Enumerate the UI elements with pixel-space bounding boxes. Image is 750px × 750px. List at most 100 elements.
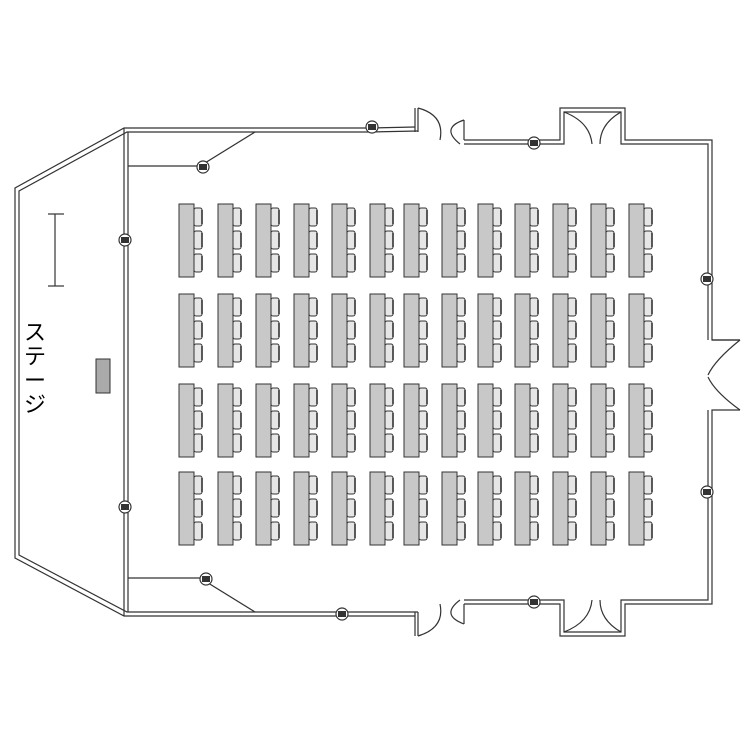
light-core: [121, 237, 129, 243]
table-with-chairs: [217, 203, 242, 278]
table-with-chairs: [369, 203, 394, 278]
chair: [270, 433, 280, 453]
chair: [384, 343, 394, 363]
chair: [418, 475, 428, 495]
chair: [346, 521, 356, 541]
chair: [418, 230, 428, 250]
chair: [308, 343, 318, 363]
table-with-chairs: [331, 383, 356, 458]
chair: [193, 410, 203, 430]
chair: [456, 498, 466, 518]
table: [178, 203, 195, 278]
table: [477, 293, 494, 368]
chair: [193, 253, 203, 273]
chair: [492, 410, 502, 430]
chair: [643, 498, 653, 518]
door-swing-icon: [417, 107, 741, 637]
chair: [193, 387, 203, 407]
chair: [384, 230, 394, 250]
chair: [492, 521, 502, 541]
table-with-chairs: [477, 471, 502, 546]
podium-icon: [95, 358, 111, 394]
light-core: [703, 276, 711, 282]
chair: [346, 297, 356, 317]
chair: [567, 498, 577, 518]
table-with-chairs: [441, 471, 466, 546]
chair: [529, 475, 539, 495]
table-with-chairs: [293, 383, 318, 458]
chair: [384, 320, 394, 340]
light-fixture-icon: [527, 136, 541, 150]
chair: [346, 343, 356, 363]
table-with-chairs: [403, 293, 428, 368]
chair: [270, 343, 280, 363]
chair: [567, 433, 577, 453]
chair: [456, 230, 466, 250]
table: [628, 203, 645, 278]
light-fixture-icon: [118, 500, 132, 514]
light-core: [530, 140, 538, 146]
table: [477, 383, 494, 458]
table: [403, 203, 420, 278]
table-with-chairs: [441, 203, 466, 278]
table-with-chairs: [293, 203, 318, 278]
chair: [529, 521, 539, 541]
table: [178, 471, 195, 546]
table: [441, 203, 458, 278]
table: [255, 203, 272, 278]
table-with-chairs: [293, 471, 318, 546]
chair: [308, 297, 318, 317]
table: [477, 471, 494, 546]
chair: [308, 410, 318, 430]
table-with-chairs: [628, 203, 653, 278]
table: [590, 293, 607, 368]
chair: [605, 387, 615, 407]
chair: [232, 387, 242, 407]
table-with-chairs: [255, 471, 280, 546]
table-with-chairs: [331, 293, 356, 368]
chair: [643, 433, 653, 453]
chair: [418, 343, 428, 363]
light-fixture-icon: [196, 160, 210, 174]
chair: [346, 433, 356, 453]
chair: [232, 207, 242, 227]
chair: [643, 343, 653, 363]
stage-label: ステージ: [23, 321, 46, 418]
chair: [418, 253, 428, 273]
chair: [643, 230, 653, 250]
chair: [384, 410, 394, 430]
table: [552, 293, 569, 368]
chair: [308, 387, 318, 407]
chair: [384, 433, 394, 453]
table-with-chairs: [552, 383, 577, 458]
chair: [529, 343, 539, 363]
table: [178, 293, 195, 368]
table: [477, 203, 494, 278]
table-with-chairs: [552, 471, 577, 546]
chair: [232, 297, 242, 317]
light-fixture-icon: [700, 485, 714, 499]
light-fixture-icon: [527, 595, 541, 609]
table: [514, 471, 531, 546]
table-with-chairs: [590, 203, 615, 278]
chair: [567, 521, 577, 541]
chair: [643, 207, 653, 227]
table-with-chairs: [217, 293, 242, 368]
chair: [567, 387, 577, 407]
table-with-chairs: [369, 383, 394, 458]
table-with-chairs: [514, 293, 539, 368]
table-with-chairs: [217, 383, 242, 458]
chair: [346, 320, 356, 340]
table-with-chairs: [514, 471, 539, 546]
chair: [567, 297, 577, 317]
chair: [567, 343, 577, 363]
chair: [456, 433, 466, 453]
table: [331, 383, 348, 458]
table-with-chairs: [590, 293, 615, 368]
table-with-chairs: [178, 471, 203, 546]
chair: [492, 433, 502, 453]
outer-wall: [14, 107, 740, 637]
chair: [193, 297, 203, 317]
chair: [232, 253, 242, 273]
light-fixture-icon: [335, 607, 349, 621]
